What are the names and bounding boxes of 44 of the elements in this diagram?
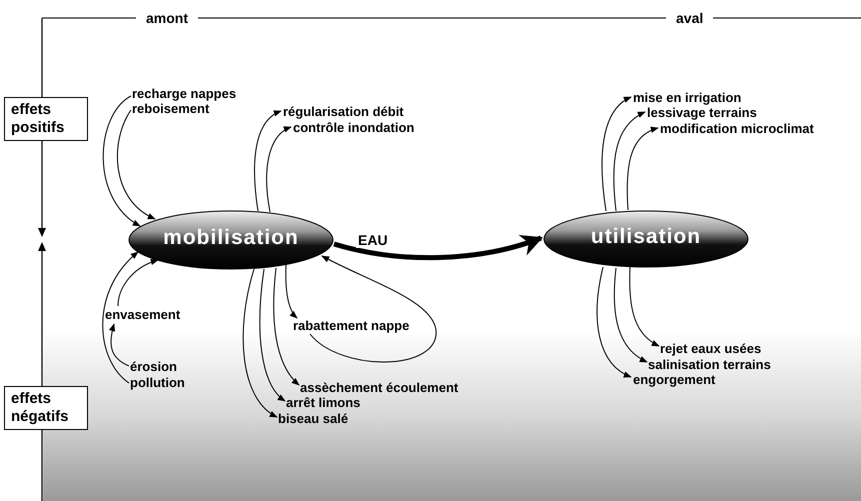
effect-label: mise en irrigation [633,90,742,105]
arrow [602,96,632,212]
effect-label: envasement [105,307,180,322]
box-label: effets négatifs [11,390,70,426]
arrow [310,256,436,362]
node-label: mobilisation [163,226,299,250]
arrow [266,126,292,212]
arrow [109,323,130,366]
box-label: effets positifs [11,101,66,137]
node-label: utilisation [590,225,702,249]
label-box [4,386,88,430]
arrow [102,96,141,226]
effect-label: contrôle inondation [293,120,414,135]
effect-label: reboisement [132,101,210,116]
arrow [626,127,659,210]
effect-label: recharge nappes [132,86,236,101]
arrow [273,268,300,386]
edge-label: EAU [356,232,390,248]
axis-label: aval [666,10,714,26]
effect-label: pollution [130,375,185,390]
effect-label: salinisation terrains [648,357,771,372]
arrow [242,268,278,418]
arrow [118,259,159,306]
arrow [613,112,646,212]
effect-label: assèchement écoulement [300,380,458,395]
effect-label: engorgement [633,372,716,387]
effect-label: lessivage terrains [647,105,757,120]
effect-label: rabattement nappe [293,318,410,333]
effect-label: érosion [130,359,177,374]
effect-label: arrêt limons [286,395,360,410]
arrow [259,268,286,402]
arrow [285,264,298,319]
effect-label: modification microclimat [660,121,814,136]
effect-label: régularisation débit [283,104,404,119]
arrow [614,268,648,362]
flow-arrow [333,234,544,260]
arrow [116,110,156,220]
effect-label: rejet eaux usées [660,341,762,356]
label-box [4,97,88,141]
arrow [596,266,632,378]
arrow [102,251,139,384]
arrow [254,110,282,212]
arrow [629,266,660,346]
effect-label: biseau salé [278,411,348,426]
